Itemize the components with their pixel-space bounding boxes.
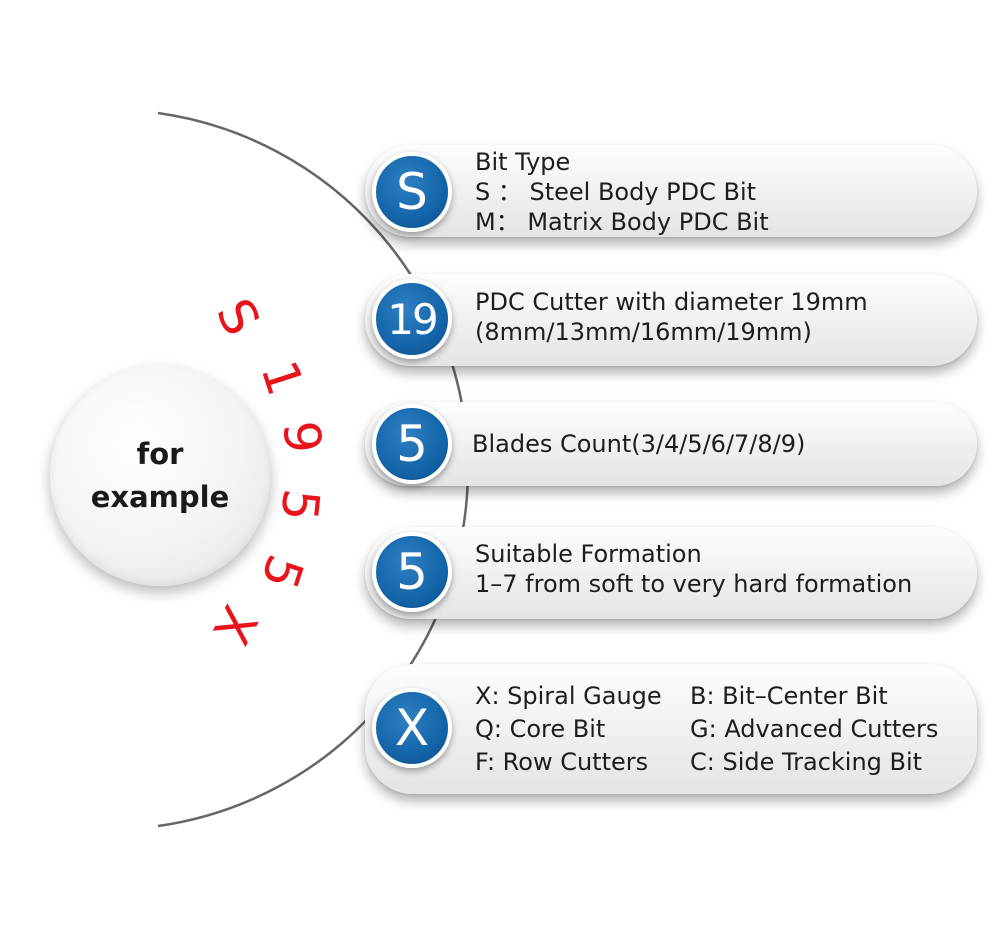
item-pill-features [365,664,977,794]
feature-cell: F: Row Cutters [475,748,649,776]
example-circle: for example [50,366,270,586]
feature-cell: B: Bit–Center Bit [690,682,888,710]
feature-cell: Q: Core Bit [475,715,606,743]
features-grid: X: Spiral Gauge B: Bit–Center Bit Q: Cor… [475,680,938,779]
item-text-blades: Blades Count(3/4/5/6/7/8/9) [472,429,805,459]
example-label-line-2: example [90,480,230,514]
features-row: X: Spiral Gauge B: Bit–Center Bit [475,680,938,713]
badge-s: S [372,152,452,232]
item-line: Suitable Formation [475,540,702,568]
item-text-bit-type: Bit Type S ： Steel Body PDC Bit M： Matri… [475,147,769,237]
feature-cell: C: Side Tracking Bit [690,748,923,776]
feature-cell: G: Advanced Cutters [690,715,939,743]
item-line: Bit Type [475,148,571,176]
features-row: F: Row Cutters C: Side Tracking Bit [475,746,938,779]
features-row: Q: Core Bit G: Advanced Cutters [475,713,938,746]
item-pill-cutter [365,274,977,366]
badge-x: X [372,688,452,768]
feature-cell: X: Spiral Gauge [475,682,662,710]
badge-5-formation: 5 [372,532,452,612]
item-line: M： Matrix Body PDC Bit [475,208,769,236]
example-label-line-1: for [136,436,184,471]
badge-19: 19 [372,279,452,359]
item-pill-formation [365,527,977,619]
item-line: (8mm/13mm/16mm/19mm) [475,318,812,346]
item-line: Blades Count(3/4/5/6/7/8/9) [472,430,806,458]
item-text-cutter: PDC Cutter with diameter 19mm (8mm/13mm/… [475,287,868,347]
code-letter-5a: 5 [269,486,331,524]
code-letter-9: 9 [271,418,333,456]
item-line: 1–7 from soft to very hard formation [475,570,913,598]
badge-5-blades: 5 [372,404,452,484]
item-pill-blades [365,402,977,486]
item-line: S ： Steel Body PDC Bit [475,178,757,206]
item-pill-bit-type [365,145,977,237]
item-text-formation: Suitable Formation 1–7 from soft to very… [475,539,912,599]
item-line: PDC Cutter with diameter 19mm [475,288,868,316]
